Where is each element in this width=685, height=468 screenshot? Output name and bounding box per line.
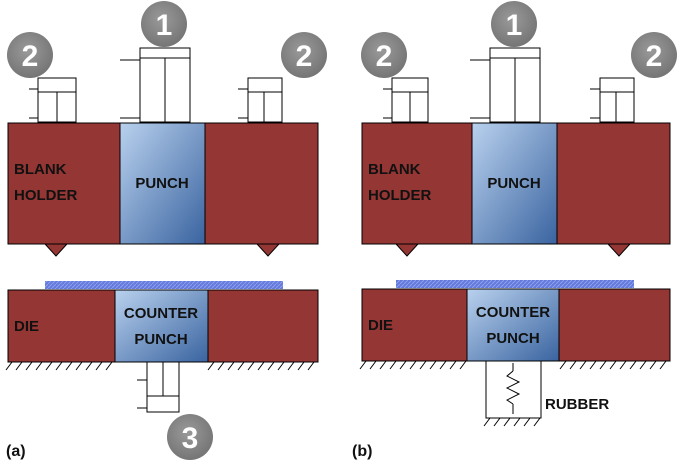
- cylinder-blank-holder-right-a: [238, 77, 283, 123]
- punch-label-a: PUNCH: [135, 175, 188, 192]
- blank-holder-label-b2: HOLDER: [368, 187, 432, 204]
- svg-text:2: 2: [376, 40, 393, 73]
- counter-punch-a: [114, 289, 209, 363]
- die-right-b: [558, 288, 671, 362]
- badge-2-left-a: 2: [7, 32, 53, 78]
- bead-left-b: [394, 243, 420, 257]
- bead-left-a: [43, 243, 69, 257]
- badge-3-a: 3: [167, 414, 213, 460]
- die-label-b: DIE: [368, 317, 393, 334]
- badge-2-right-b: 2: [631, 32, 677, 78]
- blank-holder-label-a1: BLANK: [14, 161, 67, 178]
- die-left-a: [7, 289, 116, 363]
- bead-right-b: [606, 243, 632, 257]
- bead-right-a: [255, 243, 281, 257]
- svg-text:1: 1: [506, 9, 523, 42]
- counter-punch-label-b2: PUNCH: [486, 330, 539, 347]
- cylinder-blank-holder-right-b: [590, 77, 635, 123]
- counter-punch-label-a1: COUNTER: [124, 305, 198, 322]
- badge-2-right-a: 2: [281, 32, 327, 78]
- panel-a: 2 1 2 3: [5, 1, 327, 460]
- svg-text:3: 3: [182, 422, 199, 455]
- svg-text:2: 2: [22, 40, 39, 73]
- cylinder-blank-holder-left-a: [29, 77, 77, 123]
- cylinder-counter-punch-a: [137, 361, 180, 413]
- blank-holder-left-b: [361, 122, 473, 245]
- caption-a: (a): [6, 443, 26, 460]
- badge-1-b: 1: [491, 1, 537, 47]
- badge-1-a: 1: [141, 1, 187, 47]
- blank-holder-right-b: [556, 122, 671, 245]
- die-right-a: [207, 289, 319, 363]
- sheet-b: [396, 280, 634, 288]
- rubber-block-b: [483, 360, 542, 427]
- die-left-b: [361, 288, 468, 362]
- rubber-label-b: RUBBER: [545, 396, 609, 413]
- counter-punch-label-a2: PUNCH: [134, 331, 187, 348]
- badge-2-left-b: 2: [361, 32, 407, 78]
- punch-b: [471, 122, 558, 245]
- cylinder-blank-holder-left-b: [383, 77, 429, 123]
- die-label-a: DIE: [14, 318, 39, 335]
- sheet-a: [45, 281, 283, 289]
- svg-text:2: 2: [646, 40, 663, 73]
- svg-text:2: 2: [296, 40, 313, 73]
- blank-holder-label-a2: HOLDER: [14, 187, 78, 204]
- caption-b: (b): [352, 443, 372, 460]
- blank-holder-right-a: [204, 122, 319, 245]
- blank-holder-label-b1: BLANK: [368, 161, 421, 178]
- svg-text:1: 1: [156, 9, 173, 42]
- cylinder-punch-a: [120, 47, 191, 123]
- punch-a: [119, 122, 206, 245]
- cylinder-punch-b: [470, 47, 541, 123]
- counter-punch-b: [466, 288, 560, 362]
- blank-holder-left-a: [7, 122, 121, 245]
- counter-punch-label-b1: COUNTER: [476, 304, 550, 321]
- punch-label-b: PUNCH: [487, 175, 540, 192]
- panel-b: 2 1 2: [352, 1, 677, 460]
